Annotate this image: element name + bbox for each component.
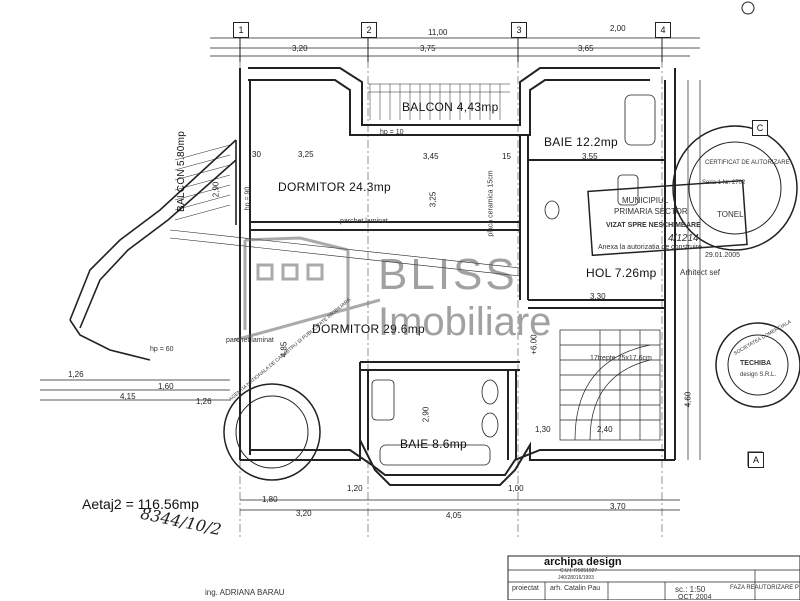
watermark-line2: Imobiliare [378, 300, 552, 344]
room-baie-bottom: BAIE 8.6mp [400, 437, 468, 451]
note-trepte: 17trepte 25x17.6cm [590, 355, 652, 362]
dim-top-right: 2,00 [610, 24, 626, 33]
title-phase: FAZA REAUTORIZARE P [730, 585, 799, 591]
dim-left-4: 1,26 [196, 397, 212, 406]
dim-top-total: 11,00 [428, 28, 448, 37]
bliss-watermark: BLISS Imobiliare [243, 228, 573, 348]
stamp-date: 29.01.2005 [705, 252, 741, 259]
dim-v-2: 4,60 [683, 391, 693, 408]
stamp-vizat: VIZAT SPRE NESCHIMBARE [606, 222, 701, 229]
stamp-municipiul: MUNICIPIUL [622, 196, 669, 205]
dim-v-3: 2,90 [421, 406, 431, 423]
room-dormitor-1: DORMITOR 24.3mp [278, 180, 391, 194]
dim-v-4: 2,90 [211, 181, 221, 198]
dim-stair2: 1,30 [535, 425, 551, 434]
room-dormitor-2: DORMITOR 29.6mp [312, 322, 425, 336]
grid-axis-a: A [748, 452, 764, 468]
note-placa-ceramica: placa ceramica 15cm [487, 170, 495, 237]
dim-hol-width: 3,30 [590, 292, 606, 301]
title-role: proiectat [512, 585, 539, 592]
dim-stair: 2,40 [597, 425, 613, 434]
signature-name: ing. ADRIANA BARAU [205, 588, 285, 597]
dim-left-1: 1,26 [68, 370, 84, 379]
stamp-techiba: TECHIBA [740, 360, 772, 367]
dim-bot-1: 1,80 [262, 495, 278, 504]
dim-mid-2: 3,45 [423, 152, 439, 161]
note-parchet-2: parchet laminat [226, 337, 274, 344]
title-company: archipa design [544, 556, 622, 568]
room-balcon-left: BALCON 5.80mp [176, 130, 187, 212]
title-date: OCT. 2004 [678, 594, 712, 601]
stamp-tonel: TONEL [717, 210, 744, 219]
dim-thirty: 30 [252, 150, 261, 159]
note-hp-60: hp = 60 [150, 346, 174, 353]
dim-bot-4: 4,05 [446, 511, 462, 520]
dim-bot-5: 3,70 [610, 502, 626, 511]
dim-mid-small: 15 [502, 152, 511, 161]
stamp-number: 4/1214 [668, 233, 699, 244]
note-parchet-1: parchet laminat [340, 218, 388, 225]
dim-left-3: 4,15 [120, 392, 136, 401]
grid-axis-2: 2 [361, 22, 377, 38]
grid-axis-3: 3 [511, 22, 527, 38]
grid-axis-c: C [752, 120, 768, 136]
watermark-line1: BLISS [378, 250, 518, 299]
title-scale: sc.: 1:50 [675, 585, 706, 594]
dim-bot-2: 1,20 [347, 484, 363, 493]
stamp-arhitect: Arhitect sef [680, 268, 721, 277]
dim-left-2: 1,60 [158, 382, 174, 391]
title-reg: J40/28016/1993 [558, 575, 594, 581]
stamp-certificat: CERTIFICAT DE AUTORIZARE [705, 160, 790, 166]
note-hp-90: hp = 90 [244, 186, 252, 211]
dim-mid-3: 3,55 [582, 152, 598, 161]
stamp-seria: Seria 1 Nr. 2702 [702, 180, 746, 186]
grid-axis-1: 1 [233, 22, 249, 38]
room-balcon-top: BALCON 4,43mp [402, 100, 499, 114]
dim-bot-6: 1,00 [508, 484, 524, 493]
title-cui: C.U.I. R5051927 [560, 568, 598, 574]
stamp-primaria: PRIMARIA SECTOR [614, 207, 688, 216]
title-name: arh. Catalin Pau [550, 585, 601, 592]
dim-bot-3: 3,20 [296, 509, 312, 518]
room-baie-top: BAIE 12.2mp [544, 135, 619, 149]
dim-v-5: 3,25 [428, 191, 438, 208]
stamp-anexa: Anexa la autorizatia de construire [598, 244, 702, 251]
stamp-design: design S.R.L. [740, 372, 777, 378]
room-hol: HOL 7.26mp [586, 266, 657, 280]
dim-top-3: 3,65 [578, 44, 594, 53]
floor-area-label: Aetaj2 = 116.56mp [82, 496, 199, 512]
dim-mid-1: 3,25 [298, 150, 314, 159]
note-hp-10: hp = 10 [380, 129, 404, 136]
dim-top-2: 3,75 [420, 44, 436, 53]
dim-top-1: 3,20 [292, 44, 308, 53]
grid-axis-4: 4 [655, 22, 671, 38]
